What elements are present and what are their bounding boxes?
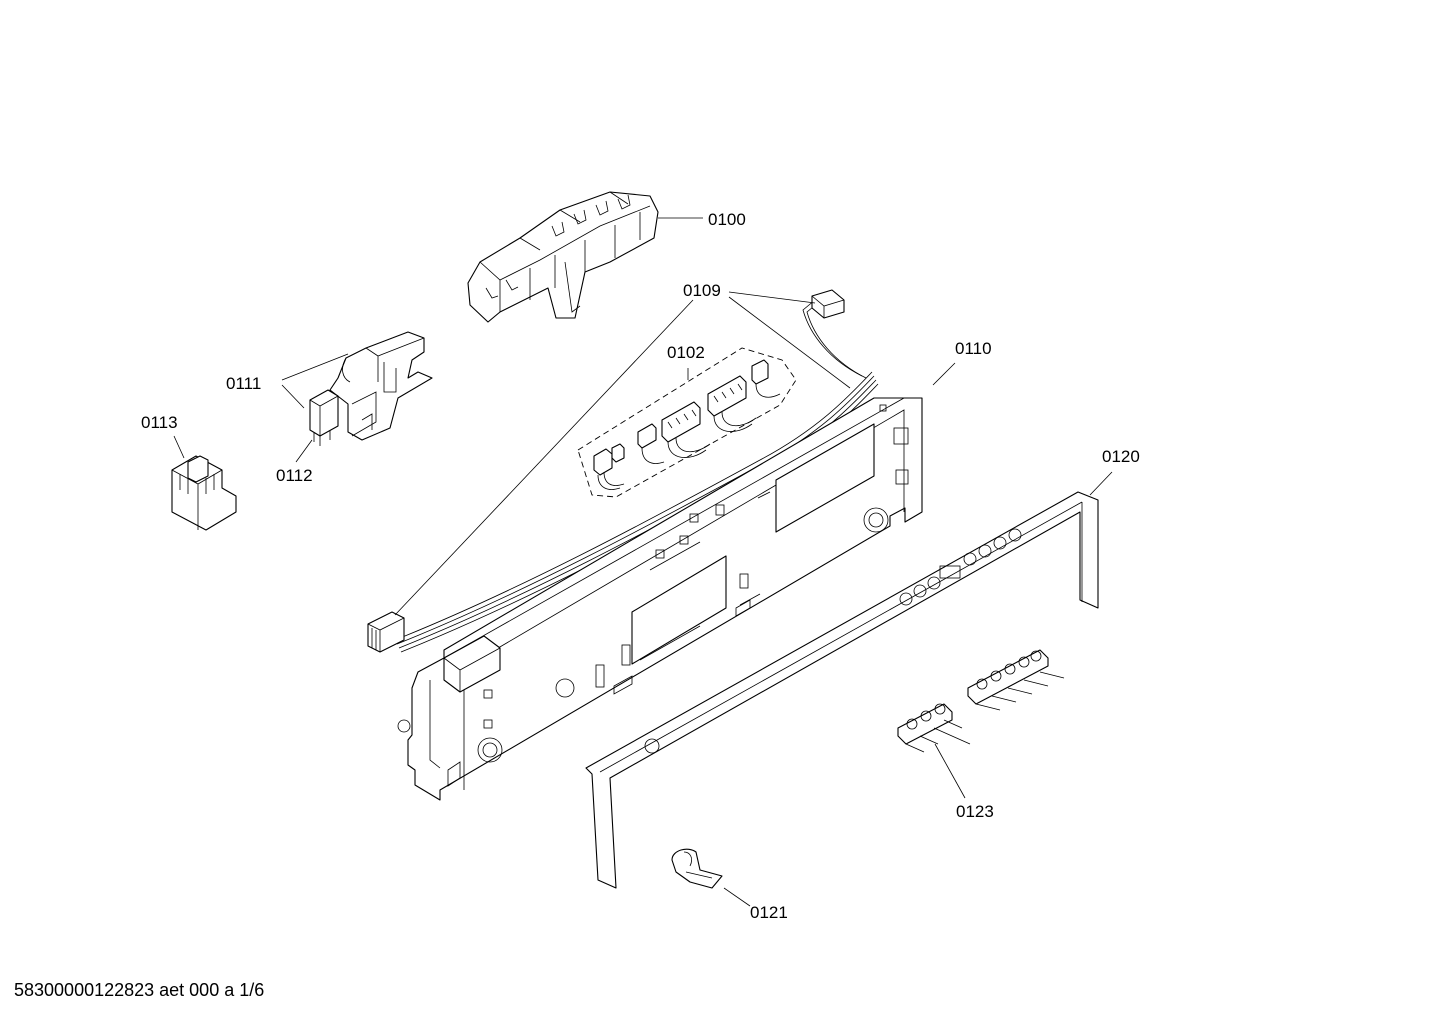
label-0123: 0123 xyxy=(956,802,994,821)
drawing-reference-code: 58300000122823 aet 000 a 1/6 xyxy=(14,980,265,1000)
label-0121: 0121 xyxy=(750,903,788,922)
label-0113: 0113 xyxy=(141,413,178,432)
part-0111-door-switch[interactable] xyxy=(329,331,433,441)
label-0112: 0112 xyxy=(276,466,313,485)
part-0110-control-panel-frame[interactable] xyxy=(397,397,923,801)
part-0121-clip[interactable] xyxy=(671,848,723,889)
part-0112-relay[interactable] xyxy=(309,389,339,446)
label-0120: 0120 xyxy=(1102,447,1140,466)
label-0100: 0100 xyxy=(708,210,746,229)
part-0100-electronic-module[interactable] xyxy=(467,191,659,323)
part-0102-connector-set[interactable] xyxy=(577,347,797,498)
label-0109: 0109 xyxy=(683,281,721,300)
label-0102: 0102 xyxy=(667,343,705,362)
part-0120-front-fascia[interactable] xyxy=(585,491,1099,889)
label-0111: 0111 xyxy=(226,374,261,393)
part-0123-push-buttons[interactable] xyxy=(897,649,1065,753)
label-0110: 0110 xyxy=(955,339,992,358)
part-0113-terminal-block[interactable] xyxy=(171,455,237,531)
